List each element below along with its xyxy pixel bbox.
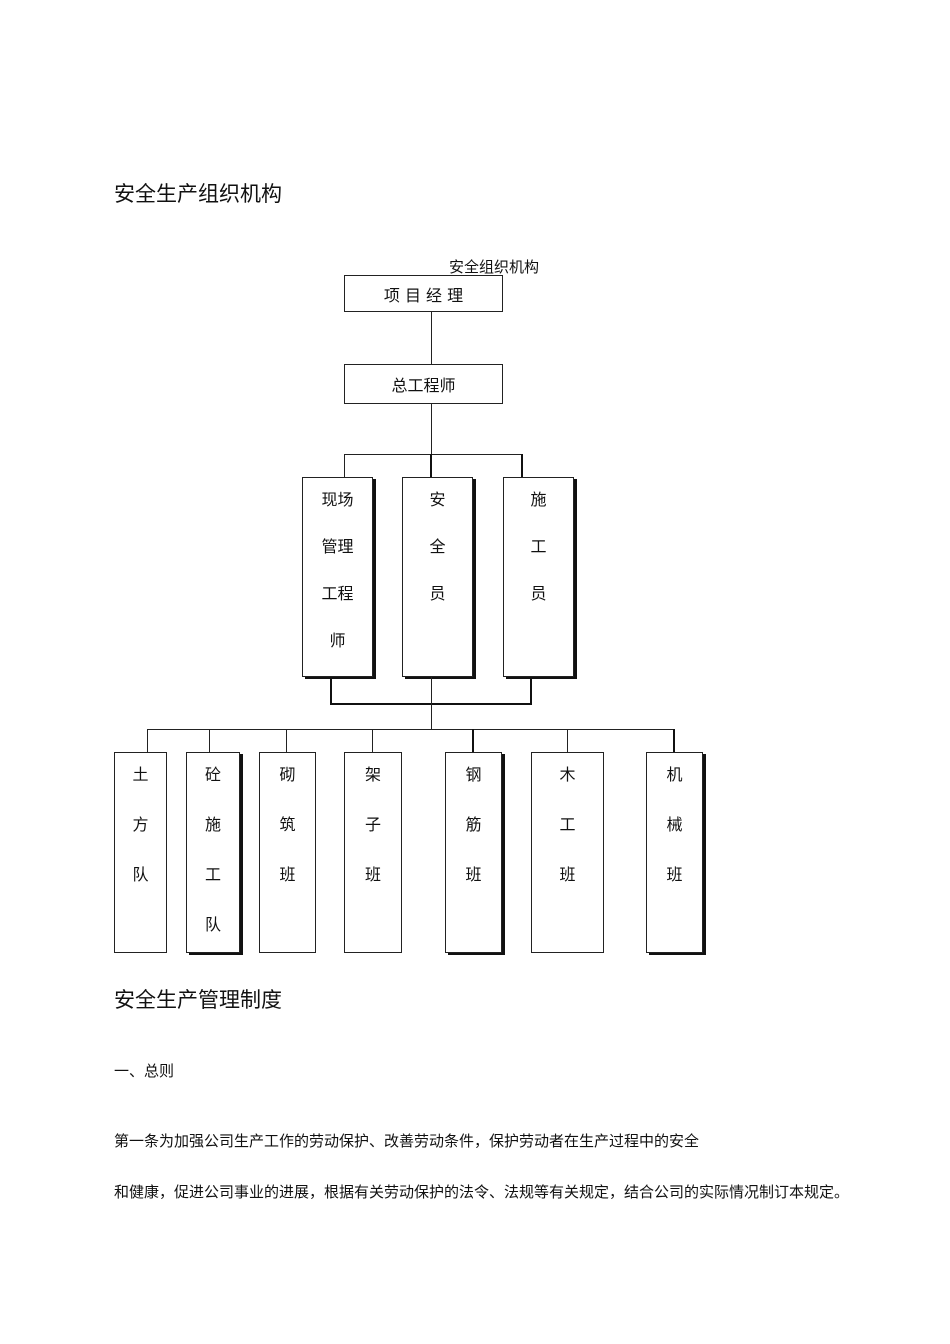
org-node-char: 工 [559,815,576,834]
org-node-char: 施 [204,815,221,834]
connector-line [472,729,474,752]
org-node-char: 现场 [321,490,354,509]
org-node-char: 筋 [465,815,482,834]
org-node-masonry-team: 砌 筑 班 [259,752,316,953]
org-node-scaffolding-team: 架 子 班 [344,752,402,953]
section-title-org: 安全生产组织机构 [114,182,282,206]
connector-line [209,729,210,752]
org-node-char: 木 [559,765,576,784]
connector-line [372,729,373,752]
org-node-char: 子 [364,815,381,834]
org-node-char: 方 [132,815,149,834]
org-node-char: 全 [429,537,446,556]
org-node-char: 班 [279,865,296,884]
paragraph: 第一条为加强公司生产工作的劳动保护、改善劳动条件，保护劳动者在生产过程中的安全 [114,1132,700,1150]
connector-line [344,454,522,455]
org-node-carpentry-team: 木 工 班 [531,752,604,953]
org-node-char: 班 [666,865,683,884]
org-node-char: 钢 [465,765,482,784]
org-node-construction-worker: 施 工 员 [503,477,574,677]
connector-line [286,729,287,752]
section-title-management: 安全生产管理制度 [114,988,282,1012]
org-node-site-management-engineer: 现场 管理 工程 师 [302,477,373,677]
org-node-char: 工 [204,865,221,884]
connector-line [431,404,432,454]
connector-line [430,454,432,477]
org-node-char: 队 [204,915,221,934]
connector-line [567,729,568,752]
connector-line [521,454,523,477]
org-node-char: 土 [132,765,149,784]
connector-line [431,312,432,364]
connector-line [147,729,675,730]
connector-line [344,454,345,477]
connector-line [673,729,675,752]
org-node-label: 项 目 经 理 [383,285,464,305]
org-node-char: 员 [429,584,446,603]
org-node-project-manager: 项 目 经 理 [344,275,503,312]
org-node-char: 筑 [279,815,296,834]
paragraph: 和健康，促进公司事业的进展，根据有关劳动保护的法令、法规等有关规定，结合公司的实… [114,1183,850,1201]
connector-line [147,729,148,752]
org-node-char: 管理 [321,537,354,556]
org-node-char: 班 [465,865,482,884]
org-node-char: 械 [666,815,683,834]
chart-caption: 安全组织机构 [449,258,540,276]
connector-line [431,677,432,729]
org-node-rebar-team: 钢 筋 班 [445,752,502,953]
org-node-char: 架 [364,765,381,784]
org-node-char: 班 [364,865,381,884]
org-node-char: 班 [559,865,576,884]
org-node-char: 工 [530,537,547,556]
org-node-machinery-team: 机 械 班 [646,752,703,953]
subsection-heading: 一、总则 [114,1062,175,1080]
org-node-char: 施 [530,490,547,509]
org-node-char: 砌 [279,765,296,784]
org-node-char: 员 [530,584,547,603]
org-node-label: 总工程师 [391,376,456,395]
org-node-earthwork-team: 土 方 队 [114,752,167,953]
org-node-concrete-team: 砼 施 工 队 [186,752,240,953]
connector-line [330,677,332,704]
org-node-safety-officer: 安 全 员 [402,477,473,677]
org-node-char: 机 [666,765,683,784]
org-node-char: 工程 [321,584,354,603]
org-node-char: 安 [429,490,446,509]
org-node-char: 师 [329,631,346,650]
org-node-char: 砼 [204,765,221,784]
org-node-chief-engineer: 总工程师 [344,364,503,404]
org-node-char: 队 [132,865,149,884]
connector-line [530,677,532,704]
